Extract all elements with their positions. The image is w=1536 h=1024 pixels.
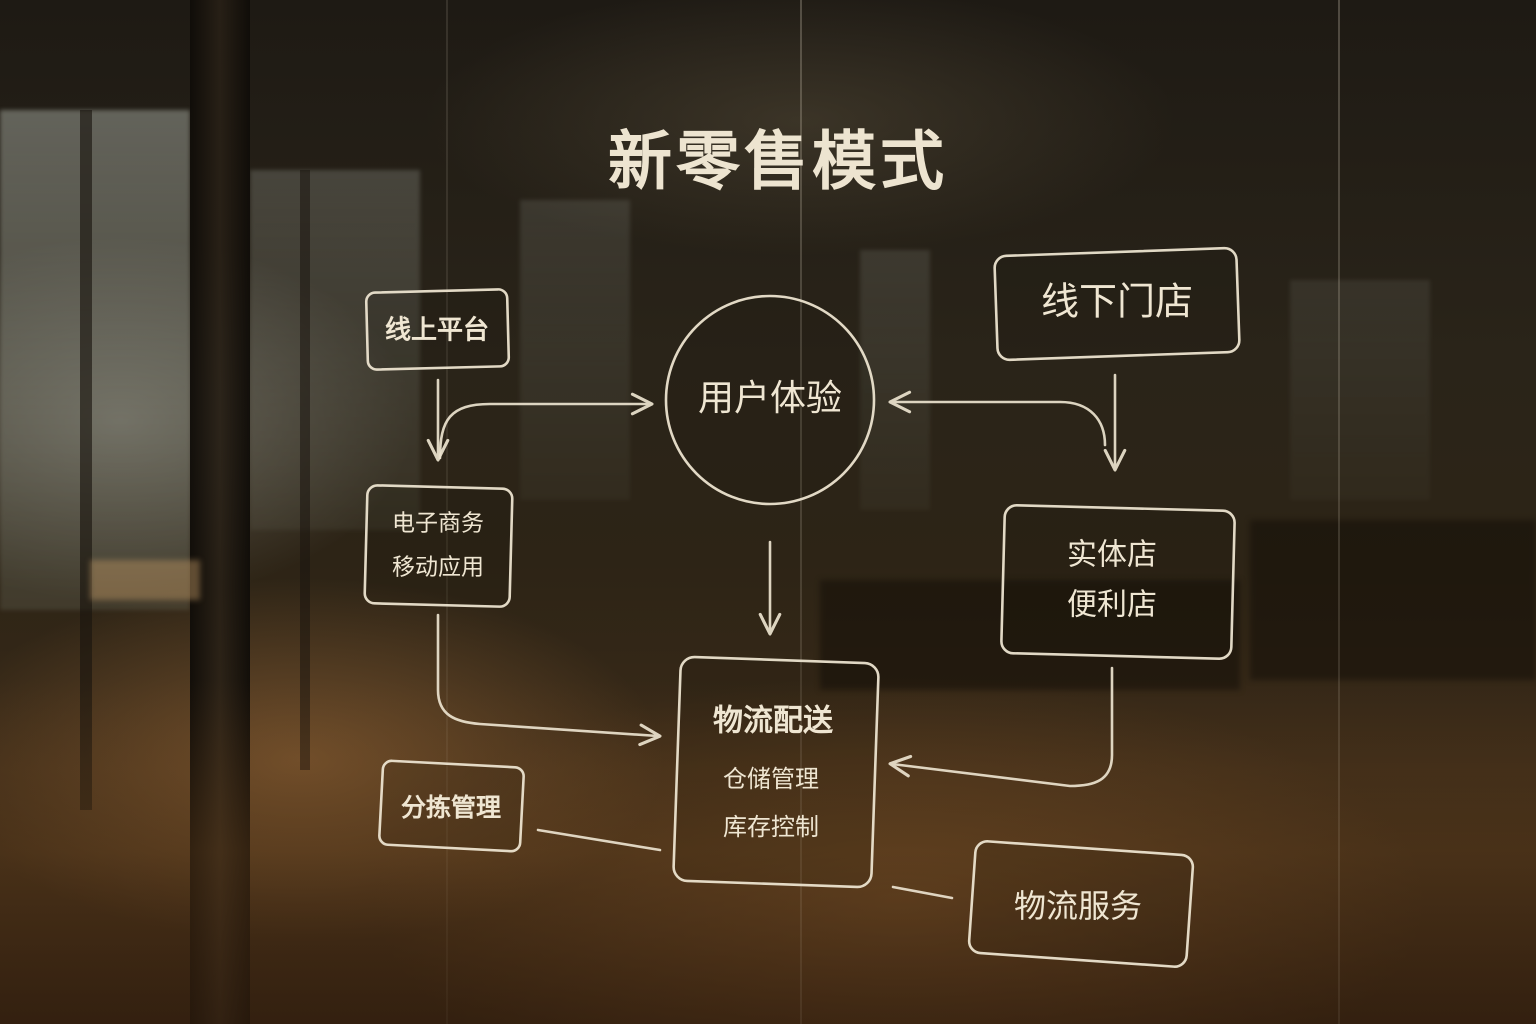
node-online-platform-label: 线上平台	[385, 315, 489, 346]
background-window-mid	[520, 200, 630, 500]
node-sorting: 分拣管理	[378, 759, 525, 853]
arrow-offline-to-user-experience	[888, 390, 1107, 447]
node-physical-store-line1: 实体店	[1067, 538, 1157, 573]
node-ecommerce-line1: 电子商务	[392, 511, 484, 537]
node-logistics-title: 物流配送	[713, 704, 833, 739]
node-physical-store-line2: 便利店	[1067, 588, 1157, 623]
node-logistics-line2: 库存控制	[723, 813, 819, 841]
background-desk-center	[820, 580, 1240, 690]
node-offline-store-label: 线下门店	[1041, 280, 1193, 324]
background-window-left-inner	[250, 170, 420, 530]
node-logistics: 物流配送 仓储管理 库存控制	[672, 655, 880, 889]
node-offline-store: 线下门店	[993, 246, 1241, 362]
glass-seam-2	[1338, 0, 1340, 1024]
glass-seam-1	[800, 0, 802, 1024]
node-logistics-line1: 仓储管理	[723, 765, 819, 793]
line-logistics-to-service	[891, 885, 954, 900]
node-ecommerce-line2: 移动应用	[392, 555, 484, 581]
node-ecommerce: 电子商务 移动应用	[363, 484, 514, 608]
diagram-title: 新零售模式	[608, 126, 948, 200]
node-service-label: 物流服务	[1014, 887, 1142, 925]
node-online-platform: 线上平台	[364, 288, 511, 371]
background-window-left	[0, 110, 190, 610]
window-mullion-1	[80, 110, 92, 810]
node-physical-store: 实体店 便利店	[1000, 504, 1236, 660]
window-mullion-2	[300, 170, 310, 770]
arrow-ecommerce-to-user-experience	[438, 392, 654, 460]
background-window-right	[1290, 280, 1430, 500]
background-desk-right	[1250, 520, 1536, 680]
node-user-experience: 用户体验	[664, 294, 876, 506]
floor-reflection	[0, 680, 1536, 1024]
background-desk-left	[90, 560, 200, 600]
node-sorting-label: 分拣管理	[401, 793, 501, 822]
arrow-physical-store-to-logistics	[888, 666, 1114, 788]
arrow-ecommerce-to-logistics	[436, 613, 662, 747]
glass-seam-3	[446, 0, 448, 1024]
line-sorting-to-logistics	[536, 828, 662, 852]
node-user-experience-label: 用户体验	[698, 378, 842, 419]
node-service: 物流服务	[967, 840, 1195, 968]
